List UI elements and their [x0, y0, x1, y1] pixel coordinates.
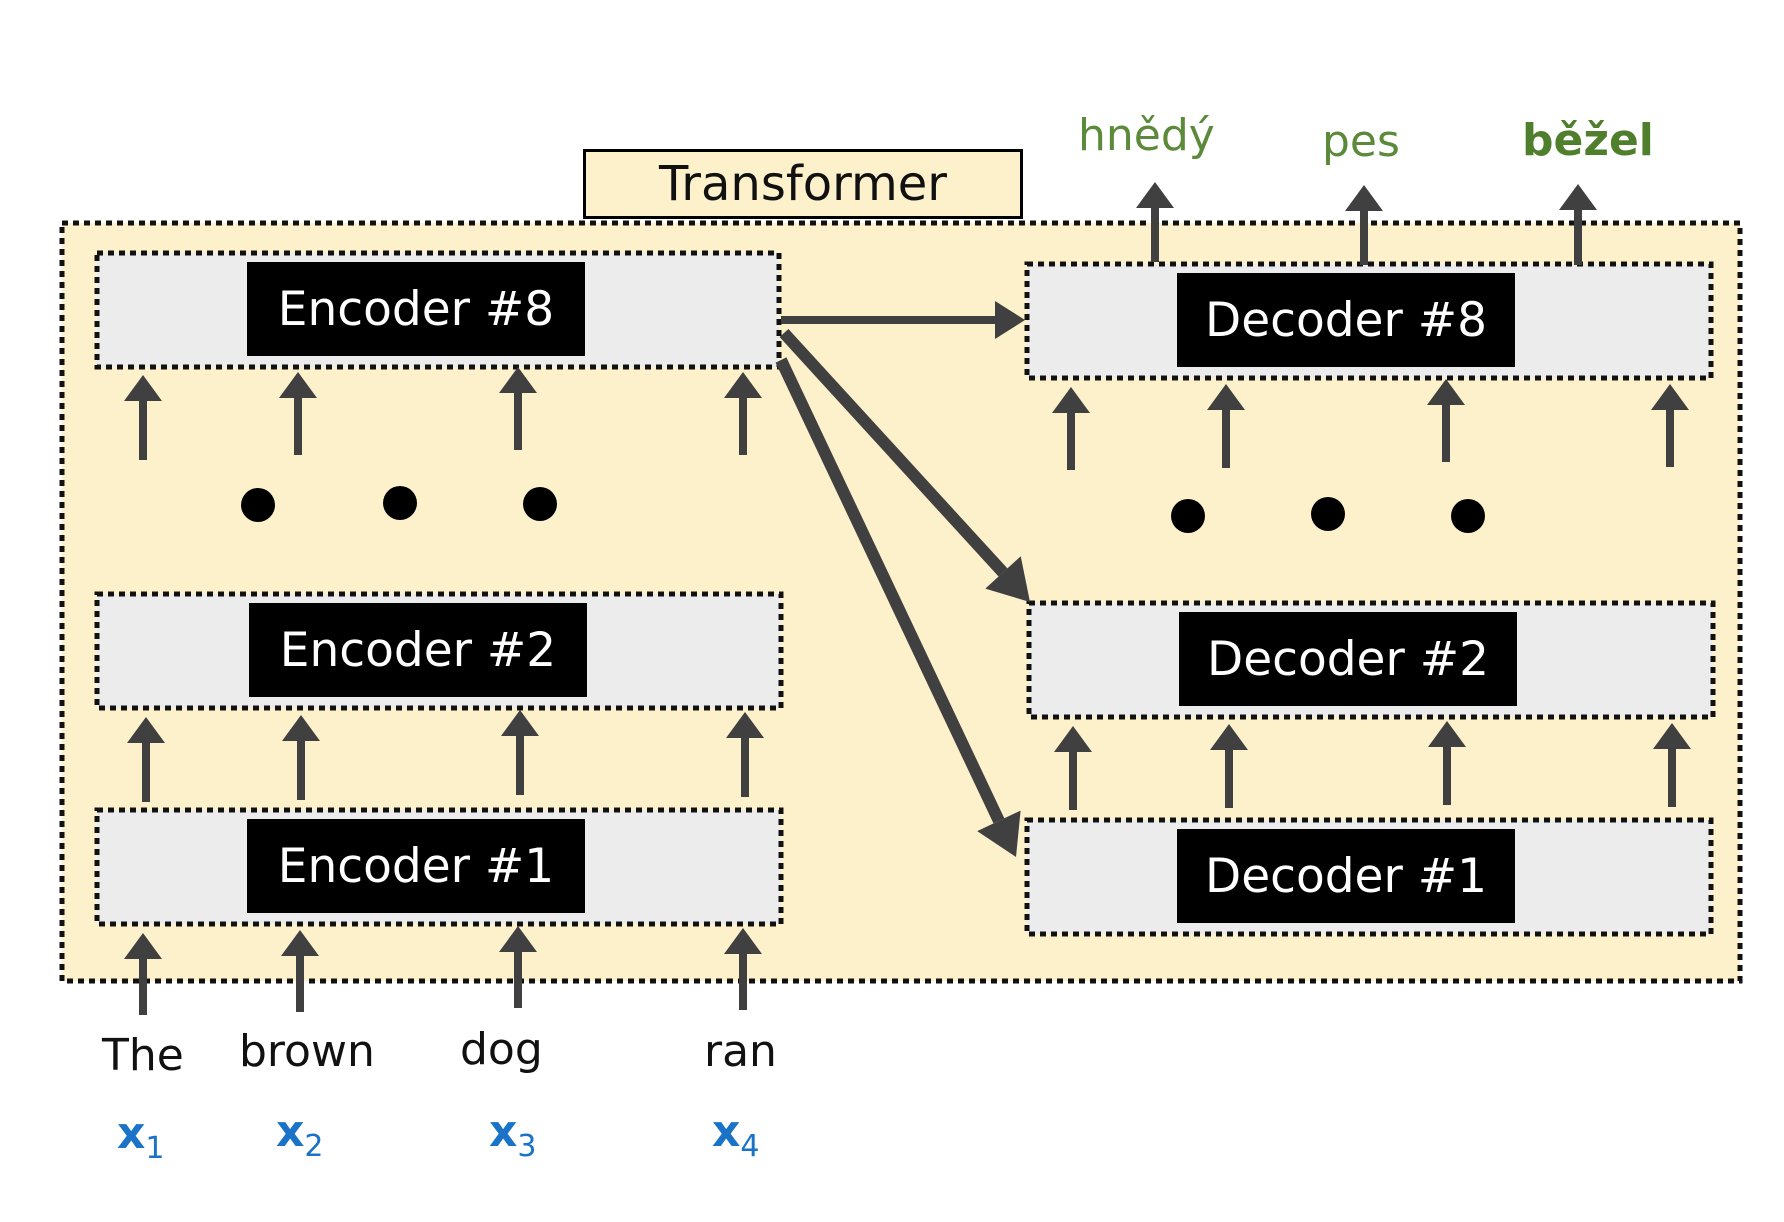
up-arrow-13: [1054, 726, 1092, 810]
up-arrow-2: [281, 930, 319, 1012]
vertical-arrows: [124, 182, 1691, 1015]
input-var-4: x4: [712, 1106, 760, 1164]
output-word-2: pes: [1322, 116, 1400, 167]
up-arrow-19: [1427, 379, 1465, 462]
up-arrow-12: [724, 372, 762, 455]
up-arrow-16: [1653, 723, 1691, 807]
up-arrow-20: [1651, 384, 1689, 467]
input-var-3: x3: [489, 1106, 537, 1164]
up-arrow-14: [1210, 724, 1248, 808]
arrow-to-decoder-1: [775, 357, 1021, 857]
encoder-8-label: Encoder #8: [247, 262, 585, 356]
input-word-2: brown: [239, 1026, 375, 1077]
encoder-ellipsis: [241, 486, 557, 522]
input-var-2: x2: [276, 1106, 324, 1164]
up-arrow-7: [501, 710, 539, 795]
up-arrow-4: [724, 928, 762, 1010]
decoder-8-label: Decoder #8: [1177, 273, 1515, 367]
input-word-3: dog: [460, 1024, 543, 1075]
encoder-decoder-arrows: [775, 301, 1030, 857]
output-word-3: běžel: [1522, 115, 1654, 166]
up-arrow-3: [499, 926, 537, 1008]
up-arrow-6: [282, 715, 320, 800]
up-arrow-23: [1559, 184, 1597, 265]
up-arrow-9: [124, 375, 162, 460]
up-arrow-1: [124, 933, 162, 1015]
up-arrow-10: [279, 372, 317, 455]
up-arrow-5: [127, 717, 165, 802]
up-arrow-18: [1207, 384, 1245, 468]
encoder-2-label: Encoder #2: [249, 603, 587, 697]
input-word-1: The: [102, 1030, 184, 1081]
transformer-title: Transformer: [583, 149, 1023, 219]
up-arrow-15: [1428, 721, 1466, 805]
input-var-1: x1: [117, 1108, 165, 1166]
up-arrow-21: [1136, 182, 1174, 262]
decoder-1-label: Decoder #1: [1177, 829, 1515, 923]
output-word-1: hnědý: [1078, 110, 1215, 161]
encoder-1-label: Encoder #1: [247, 819, 585, 913]
arrow-to-decoder-2: [779, 328, 1030, 602]
decoder-ellipsis: [1171, 497, 1485, 533]
arrow-to-decoder-8: [781, 301, 1025, 339]
up-arrow-17: [1052, 387, 1090, 470]
up-arrow-8: [726, 712, 764, 797]
up-arrow-11: [499, 367, 537, 450]
up-arrow-22: [1345, 185, 1383, 265]
decoder-2-label: Decoder #2: [1179, 612, 1517, 706]
input-word-4: ran: [704, 1026, 777, 1077]
